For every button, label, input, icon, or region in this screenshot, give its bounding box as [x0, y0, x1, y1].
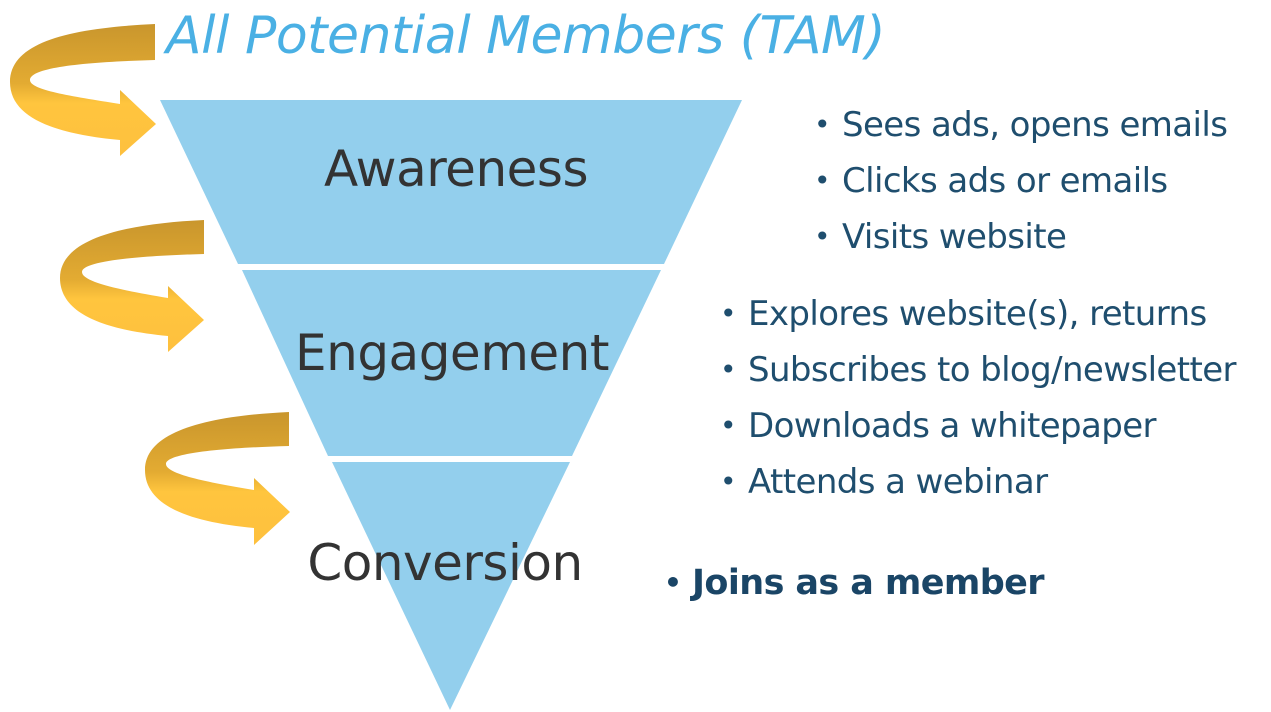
stage-label-engagement: Engagement [295, 324, 609, 382]
engagement-bullet-list: Explores website(s), returns Subscribes … [720, 286, 1236, 510]
curved-arrow-icon [145, 412, 290, 545]
list-item: Sees ads, opens emails [814, 97, 1228, 153]
funnel-segment-conversion [332, 462, 570, 710]
list-item: Attends a webinar [720, 454, 1236, 510]
list-item: Subscribes to blog/newsletter [720, 342, 1236, 398]
diagram-title: All Potential Members (TAM) [166, 6, 886, 66]
stage-label-awareness: Awareness [324, 140, 588, 198]
stage-label-conversion: Conversion [307, 534, 583, 592]
conversion-bullet-list: Joins as a member [664, 555, 1045, 611]
curved-arrow-icon [10, 24, 156, 156]
awareness-bullet-list: Sees ads, opens emails Clicks ads or ema… [814, 97, 1228, 265]
funnel-segment-awareness [160, 100, 742, 264]
list-item: Visits website [814, 209, 1227, 265]
curved-arrow-icon [60, 220, 204, 352]
funnel-segment-engagement [242, 270, 661, 456]
list-item: Explores website(s), returns [720, 286, 1236, 342]
list-item: Downloads a whitepaper [720, 398, 1236, 454]
list-item: Clicks ads or emails [814, 153, 1227, 209]
list-item: Joins as a member [664, 555, 1045, 611]
